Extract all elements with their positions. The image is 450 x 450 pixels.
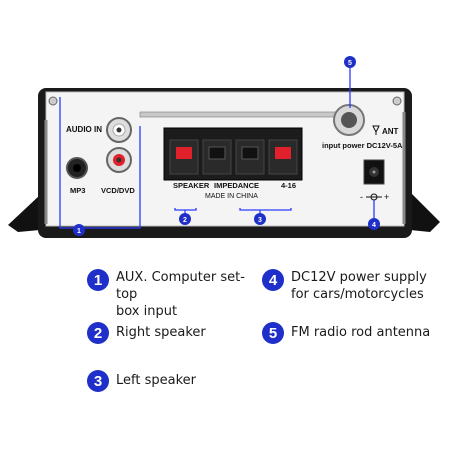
mp3-label: MP3 <box>70 186 85 195</box>
callout-badge-5: 5 <box>344 56 356 68</box>
legend-text: AUX. Computer set-top <box>116 270 245 302</box>
svg-text:2: 2 <box>183 217 187 224</box>
callout-lines <box>59 68 375 232</box>
minus-label: - <box>360 192 363 202</box>
legend-badge-3: 3 <box>87 370 109 392</box>
legend-badge-2: 2 <box>87 322 109 344</box>
legend-item-right-speaker: 2 Right speaker <box>87 322 257 344</box>
chassis-left-fin <box>8 195 40 232</box>
chassis-right-fin <box>410 192 440 232</box>
amplifier-rear-panel: AUDIO IN MP3 VCD/DVD SPEAKER IMPEDANCE 4… <box>8 56 440 238</box>
callout-badge-1: 1 <box>73 224 85 236</box>
svg-text:4: 4 <box>372 222 376 229</box>
speaker-terminal-black-icon <box>241 146 259 160</box>
legend-badge-4: 4 <box>262 269 284 291</box>
impedance-label: IMPEDANCE <box>214 181 259 190</box>
speaker-label: SPEAKER <box>173 181 210 190</box>
impedance-ohm-label: 4-16 <box>281 181 296 190</box>
legend-text: box input <box>116 304 178 319</box>
legend-text: Left speaker <box>116 373 196 388</box>
svg-text:1: 1 <box>77 228 81 235</box>
legend-item-left-speaker: 3 Left speaker <box>87 370 257 392</box>
audio-in-label: AUDIO IN <box>66 125 102 134</box>
legend-badge-1: 1 <box>87 269 109 291</box>
screw-icon <box>48 96 402 106</box>
antenna-rod <box>139 111 351 118</box>
legend-text: for cars/motorcycles <box>291 287 424 302</box>
speaker-terminal-black-icon <box>208 146 226 160</box>
aux-jack-icon <box>66 157 88 179</box>
rca-jack-white-icon <box>106 117 132 143</box>
plus-label: + <box>384 192 389 202</box>
rca-jack-red-icon <box>106 147 132 173</box>
svg-text:5: 5 <box>348 60 352 67</box>
svg-text:3: 3 <box>258 217 262 224</box>
legend-badge-5: 5 <box>262 322 284 344</box>
antenna-mount-icon <box>333 104 365 136</box>
callout-badge-3: 3 <box>254 213 266 225</box>
callout-badge-2: 2 <box>179 213 191 225</box>
ant-label: ANT <box>382 127 399 136</box>
callout-badge-4: 4 <box>368 218 380 230</box>
legend-text: DC12V power supply <box>291 270 427 285</box>
legend-item-aux: 1 AUX. Computer set-top box input <box>87 269 257 320</box>
power-label: input power DC12V-5A <box>322 141 403 150</box>
vcd-dvd-label: VCD/DVD <box>101 186 135 195</box>
made-in-label: MADE IN CHINA <box>205 193 258 200</box>
legend-item-power: 4 DC12V power supply for cars/motorcycle… <box>262 269 442 303</box>
antenna-symbol-icon <box>372 125 380 135</box>
dc-power-jack-icon <box>363 159 385 185</box>
speaker-terminal-red-icon <box>176 147 192 159</box>
legend-text: FM radio rod antenna <box>291 325 431 340</box>
legend-item-antenna: 5 FM radio rod antenna <box>262 322 442 344</box>
legend-text: Right speaker <box>116 325 206 340</box>
speaker-terminal-red-icon <box>275 147 291 159</box>
